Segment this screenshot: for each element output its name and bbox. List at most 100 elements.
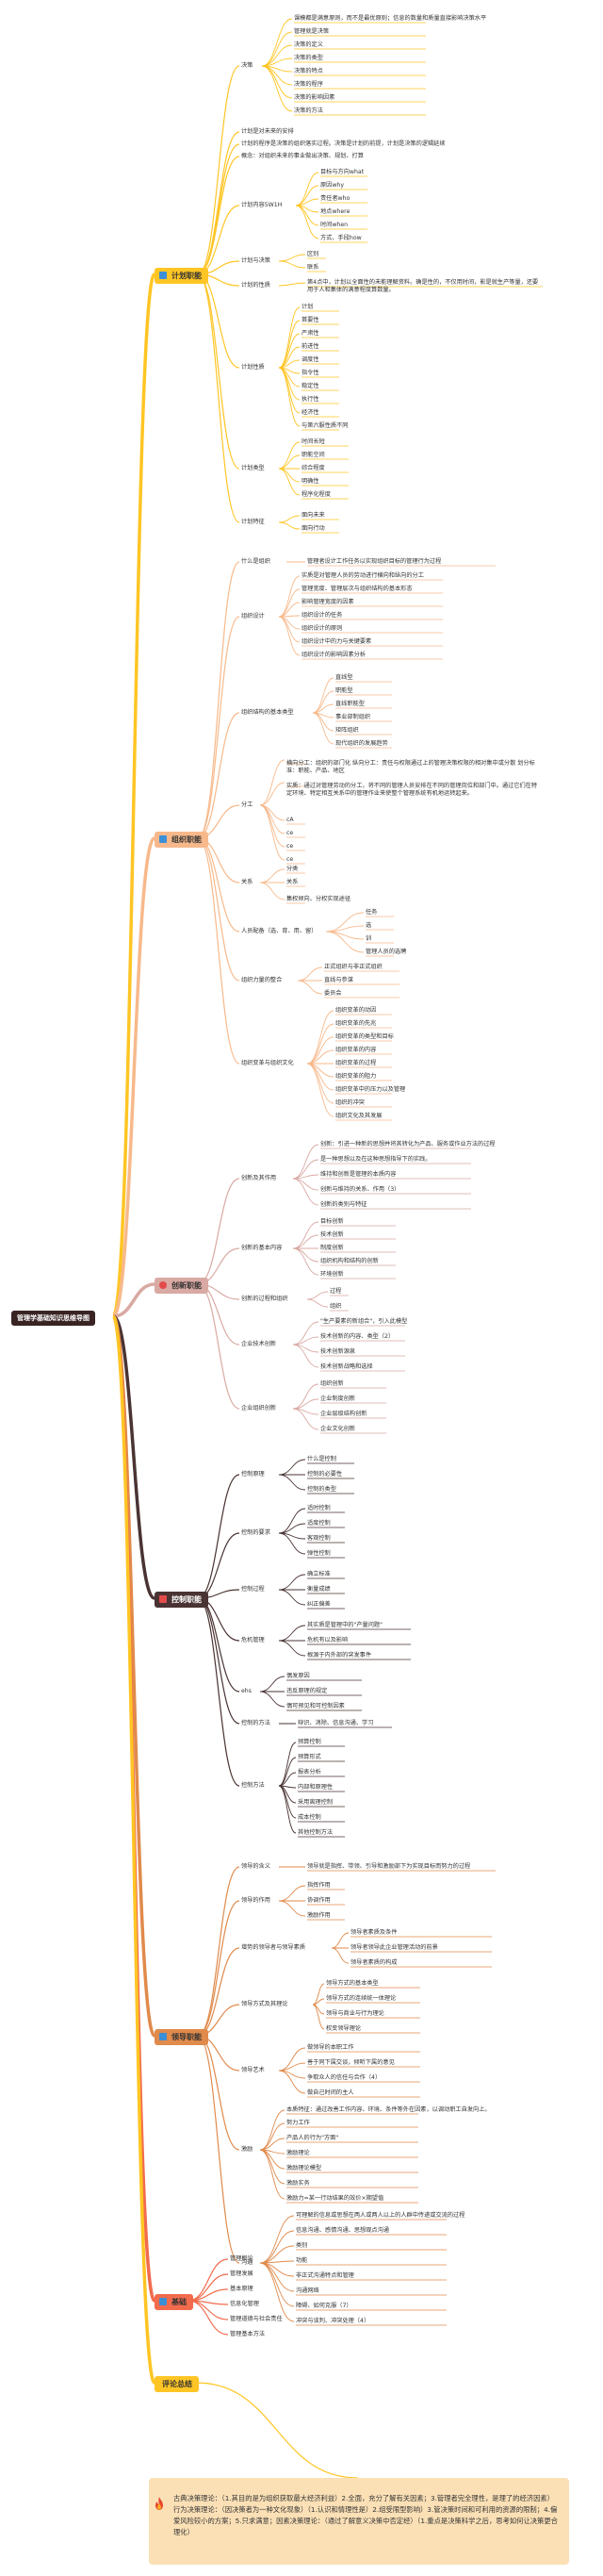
node-ctl-overview-item[interactable]: 控制的类型 (307, 1486, 336, 1493)
node-ctl-require-item[interactable]: 客观控制 (307, 1535, 331, 1542)
node-lead-comm-item[interactable]: 障碍、如何克服（7） (296, 2303, 352, 2309)
node-ctl-crisis-item[interactable]: 其实质是管理中的"产量问题" (307, 1622, 383, 1628)
node-lead-comm-item[interactable]: 可理解的信息或思想在两人或两人以上的人群中传递或交流的过程 (296, 2212, 465, 2219)
node-lead-vs[interactable]: 增势的领导者与领导素质 (241, 1944, 306, 1951)
node-decision-item[interactable]: 课模都是满意原则，而不是最优原则；信息的数量和质量直接影响决策水平 (294, 15, 487, 22)
node-org-staffing-item[interactable]: 管理人员的选聘 (366, 949, 407, 955)
node-ctl-tech-item[interactable]: 内部和原理性 (298, 1784, 334, 1791)
node-org-div-item[interactable]: ce (286, 856, 294, 863)
node-org-staffing[interactable]: 人员配备（选、育、用、留） (241, 928, 318, 934)
node-org-change-item[interactable]: 组织文化及其发展 (335, 1113, 383, 1119)
node-lead-role-item[interactable]: 协调作用 (307, 1897, 331, 1904)
branch-innovation[interactable]: 创新职能 (155, 1278, 208, 1294)
node-lead-comm-item[interactable]: 信息沟通、感情沟通、思想观点沟通 (296, 2227, 389, 2234)
node-lead-comm-item[interactable]: 非正式沟通特点和管理 (296, 2272, 354, 2279)
node-lead-role-item[interactable]: 激励作用 (307, 1912, 331, 1919)
node-plan-type-item[interactable]: 程序化程度 (302, 491, 331, 498)
node-plan-vs-item[interactable]: 区别 (307, 251, 319, 257)
node-lead-art-item[interactable]: 做领导的本职工作 (307, 2044, 354, 2051)
branch-leading[interactable]: 领导职能 (155, 2029, 208, 2045)
node-lead-art-item[interactable]: 善于同下属交谈，倾听下属的意见 (307, 2059, 395, 2066)
node-decision-item[interactable]: 决策的类型 (294, 55, 323, 61)
node-ctl-ehs[interactable]: ehs (241, 1688, 252, 1694)
node-org-change-item[interactable]: 组织变革的过程 (335, 1060, 377, 1066)
node-org-design-item[interactable]: 影响管理宽度的因素 (302, 599, 354, 605)
node-basics-item[interactable]: 基本原理 (230, 2286, 253, 2292)
node-org-structure-item[interactable]: 职能型 (335, 687, 353, 694)
node-ctl-method[interactable]: 控制的方法 (241, 1720, 270, 1726)
node-plan-content-item[interactable]: 地点where (320, 208, 350, 215)
node-ctl-require-item[interactable]: 适时控制 (307, 1505, 331, 1511)
node-plan-feature-item[interactable]: 面向未来 (302, 512, 325, 519)
node-ctl-require[interactable]: 控制的要求 (241, 1529, 270, 1536)
branch-control[interactable]: 控制职能 (155, 1592, 208, 1608)
node-lead-style-item[interactable]: 权变领导理论 (326, 2025, 362, 2032)
node-lead-comm-item[interactable]: 类别 (296, 2242, 308, 2249)
node-lead-style-item[interactable]: 领导方式的基本类型 (326, 1980, 379, 1987)
node-lead-role[interactable]: 领导的作用 (241, 1897, 270, 1904)
node-plan-role[interactable]: 计划性质 (241, 364, 265, 371)
node-org-staffing-item[interactable]: 任务 (366, 909, 378, 916)
node-decision-item[interactable]: 决策的定义 (294, 41, 323, 48)
node-lead-vs-item[interactable]: 领导者领导此企业管理活动的前景 (350, 1944, 438, 1951)
node-inn-content-item[interactable]: 组织机构和结构的创新 (320, 1258, 379, 1264)
node-plan-content-item[interactable]: 方式、手段how (320, 235, 362, 241)
node-lead-motivation-item[interactable]: 努力工作 (286, 2120, 310, 2126)
node-inn-org-item[interactable]: 组织创新 (320, 1380, 344, 1387)
node-org-div-item[interactable]: ce (286, 830, 294, 836)
node-inn-process-item[interactable]: 过程 (330, 1288, 342, 1295)
node-plan-content-item[interactable]: 责任者who (320, 195, 350, 202)
node-inn-org-item[interactable]: 企业制度创新 (320, 1395, 356, 1402)
node-ctl-overview[interactable]: 控制原理 (241, 1471, 265, 1478)
node-org-structure-item[interactable]: 事业部制组织 (335, 714, 371, 720)
node-org-integrate-item[interactable]: 正式组织与非正式组织 (324, 964, 383, 970)
node-plan-content[interactable]: 计划内容5W1H (241, 202, 283, 208)
node-ctl-crisis[interactable]: 危机管理 (241, 1637, 265, 1643)
node-basics-item[interactable]: 管理道德与社会责任 (230, 2316, 283, 2322)
node-plan-role-item[interactable]: 指令性 (302, 370, 319, 376)
node-plan-type[interactable]: 计划类型 (241, 465, 265, 471)
node-inn-process[interactable]: 创新的过程和组织 (241, 1296, 288, 1302)
node-ctl-process-item[interactable]: 衡量成绩 (307, 1586, 331, 1593)
node-org-div-item[interactable]: cA (286, 817, 294, 823)
node-inn-tech-item[interactable]: 技术创新的内容、类型（2） (320, 1333, 395, 1340)
node-lead-comm-item[interactable]: 冲突与谈判、冲突处理（4） (296, 2318, 370, 2324)
node-org-div-text[interactable]: 实质：通过对管理劳动的分工，将不同的管理人员安排在不同的管理岗位和部门中。通过它… (286, 783, 538, 797)
node-plan-content-item[interactable]: 目标与方向what (320, 169, 365, 175)
node-inn-tech[interactable]: 企业技术创新 (241, 1341, 277, 1347)
node-ctl-require-item[interactable]: 弹性控制 (307, 1550, 331, 1557)
node-ctl-crisis-item[interactable]: 危机有以及影响 (307, 1637, 349, 1643)
node-decision-item[interactable]: 决策的方法 (294, 107, 323, 114)
node-org-rel-item[interactable]: 关系 (286, 879, 299, 885)
node-decision-item[interactable]: 决策的程序 (294, 81, 323, 88)
node-inn-nature[interactable]: 创新及其作用 (241, 1175, 277, 1181)
node-inn-org-item[interactable]: 企业文化创新 (320, 1426, 356, 1432)
node-org-rel-item[interactable]: 分类 (286, 866, 299, 872)
node-plan-role-item[interactable]: 首要性 (302, 317, 319, 323)
node-inn-org-item[interactable]: 企业层级结构创新 (320, 1411, 367, 1417)
node-org-div-item[interactable]: ce (286, 843, 294, 850)
node-org-structure-item[interactable]: 直线职能型 (335, 701, 365, 707)
node-inn-nature-item[interactable]: 创新与维持的关系、作用（3） (320, 1186, 400, 1193)
node-plan-content-item[interactable]: 原因why (320, 182, 345, 189)
node-plan-feature-item[interactable]: 面向行动 (302, 525, 325, 532)
node-ctl-tech-item[interactable]: 预算控制 (298, 1739, 321, 1745)
node-org-div[interactable]: 分工 (241, 801, 253, 808)
node-plan-feature[interactable]: 计划特征 (241, 519, 265, 525)
root-node[interactable]: 管理学基础知识思维导图 (11, 1311, 95, 1326)
node-plan-type-item[interactable]: 明确性 (302, 478, 319, 485)
node-org-structure-item[interactable]: 直线型 (335, 674, 353, 681)
node-org-change-item[interactable]: 组织变革中的压力以及管理 (335, 1086, 406, 1093)
node-org-structure-item[interactable]: 现代组织的发展趋势 (335, 740, 388, 747)
node-inn-content-item[interactable]: 环境创新 (320, 1271, 344, 1278)
node-lead-art-item[interactable]: 争取众人的信任与合作（4） (307, 2074, 382, 2081)
node-ctl-ehs-item[interactable]: 偶可预见和可控制因素 (286, 1703, 345, 1709)
node-ctl-tech[interactable]: 控制方法 (241, 1782, 265, 1789)
node-lead-comm-item[interactable]: 功能 (296, 2257, 308, 2264)
node-basics-item[interactable]: 信息化管理 (230, 2301, 259, 2307)
node-plan-nature-text[interactable]: 第4点中，计划以全面性的未能理解资料。确是性的，不仅用时间，影是就生产等量，还要… (307, 279, 539, 293)
node-plan-role-item[interactable]: 前进性 (302, 343, 319, 350)
node-inn-nature-item[interactable]: 是一种思想以及在这种思想指导下的实践。 (320, 1156, 432, 1163)
node-ctl-require-item[interactable]: 适度控制 (307, 1520, 331, 1527)
node-inn-content-item[interactable]: 目标创新 (320, 1218, 344, 1225)
